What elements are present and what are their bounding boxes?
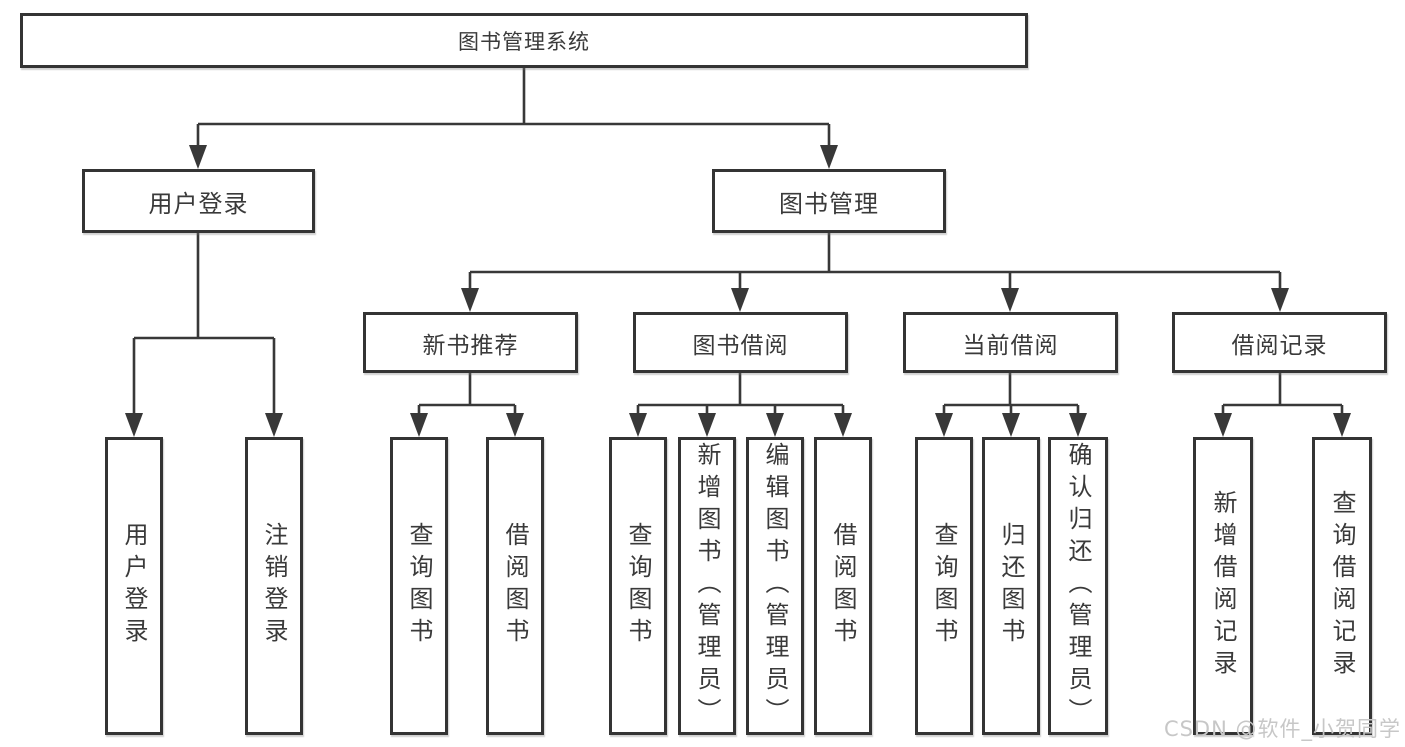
leaf-logout-login: 注销登录 bbox=[245, 437, 303, 735]
leaf-query-books-recommend-label: 查询图书 bbox=[405, 522, 433, 650]
node-borrowing-records: 借阅记录 bbox=[1172, 312, 1387, 373]
arrow-down-icon bbox=[125, 413, 143, 437]
leaf-query-books-borrowing-label: 查询图书 bbox=[624, 522, 652, 650]
node-new-book-recommend-label: 新书推荐 bbox=[422, 332, 519, 359]
arrow-down-icon bbox=[461, 288, 479, 312]
arrow-down-icon bbox=[410, 413, 428, 437]
leaf-add-borrow-record: 新增借阅记录 bbox=[1193, 437, 1253, 735]
arrow-down-icon bbox=[1271, 288, 1289, 312]
leaf-return-books: 归还图书 bbox=[982, 437, 1040, 735]
node-book-borrowing: 图书借阅 bbox=[633, 312, 848, 373]
leaf-user-login: 用户登录 bbox=[105, 437, 163, 735]
node-book-management: 图书管理 bbox=[712, 169, 946, 233]
arrow-down-icon bbox=[189, 145, 207, 169]
leaf-borrow-books-recommend: 借阅图书 bbox=[486, 437, 544, 735]
arrow-down-icon bbox=[820, 145, 838, 169]
csdn-watermark: CSDN @软件_小贺同学 bbox=[1163, 717, 1401, 741]
arrow-down-icon bbox=[506, 413, 524, 437]
tree-edges bbox=[132, 68, 1344, 420]
leaf-edit-book-admin: 编辑图书（管理员） bbox=[746, 437, 804, 735]
leaf-confirm-return-admin: 确认归还（管理员） bbox=[1048, 437, 1108, 735]
node-current-borrowing: 当前借阅 bbox=[903, 312, 1118, 373]
arrow-down-icon bbox=[1002, 413, 1020, 437]
node-book-management-label: 图书管理 bbox=[779, 189, 879, 218]
node-new-book-recommend: 新书推荐 bbox=[363, 312, 578, 373]
node-root-label: 图书管理系统 bbox=[458, 29, 590, 54]
leaf-edit-book-admin-label: 编辑图书（管理员） bbox=[761, 442, 789, 730]
leaf-return-books-label: 归还图书 bbox=[997, 522, 1025, 650]
leaf-query-borrow-record-label: 查询借阅记录 bbox=[1328, 490, 1356, 682]
leaf-query-books-current-label: 查询图书 bbox=[930, 522, 958, 650]
arrow-down-icon bbox=[1214, 413, 1232, 437]
arrow-down-icon bbox=[629, 413, 647, 437]
leaf-add-book-admin-label: 新增图书（管理员） bbox=[693, 442, 721, 730]
arrow-down-icon bbox=[1001, 288, 1019, 312]
arrow-down-icon bbox=[766, 413, 784, 437]
node-user-login-label: 用户登录 bbox=[148, 189, 249, 218]
arrow-down-icon bbox=[731, 288, 749, 312]
node-book-borrowing-label: 图书借阅 bbox=[692, 332, 789, 359]
arrow-down-icon bbox=[935, 413, 953, 437]
leaf-query-books-recommend: 查询图书 bbox=[390, 437, 448, 735]
leaf-borrow-books-borrowing: 借阅图书 bbox=[814, 437, 872, 735]
leaf-add-borrow-record-label: 新增借阅记录 bbox=[1209, 490, 1237, 682]
arrow-down-icon bbox=[698, 413, 716, 437]
arrow-down-icon bbox=[265, 413, 283, 437]
leaf-confirm-return-admin-label: 确认归还（管理员） bbox=[1064, 442, 1092, 730]
arrow-down-icon bbox=[1069, 413, 1087, 437]
leaf-borrow-books-borrowing-label: 借阅图书 bbox=[829, 522, 857, 650]
arrowheads bbox=[125, 145, 1351, 437]
node-current-borrowing-label: 当前借阅 bbox=[962, 332, 1059, 359]
leaf-user-login-label: 用户登录 bbox=[120, 522, 148, 650]
leaf-query-books-current: 查询图书 bbox=[915, 437, 973, 735]
leaf-logout-login-label: 注销登录 bbox=[260, 522, 288, 650]
node-borrowing-records-label: 借阅记录 bbox=[1231, 332, 1328, 359]
arrow-down-icon bbox=[834, 413, 852, 437]
node-root: 图书管理系统 bbox=[20, 13, 1028, 68]
leaf-query-books-borrowing: 查询图书 bbox=[609, 437, 667, 735]
arrow-down-icon bbox=[1333, 413, 1351, 437]
leaf-query-borrow-record: 查询借阅记录 bbox=[1312, 437, 1372, 735]
leaf-borrow-books-recommend-label: 借阅图书 bbox=[501, 522, 529, 650]
leaf-add-book-admin: 新增图书（管理员） bbox=[678, 437, 736, 735]
node-user-login: 用户登录 bbox=[82, 169, 315, 233]
